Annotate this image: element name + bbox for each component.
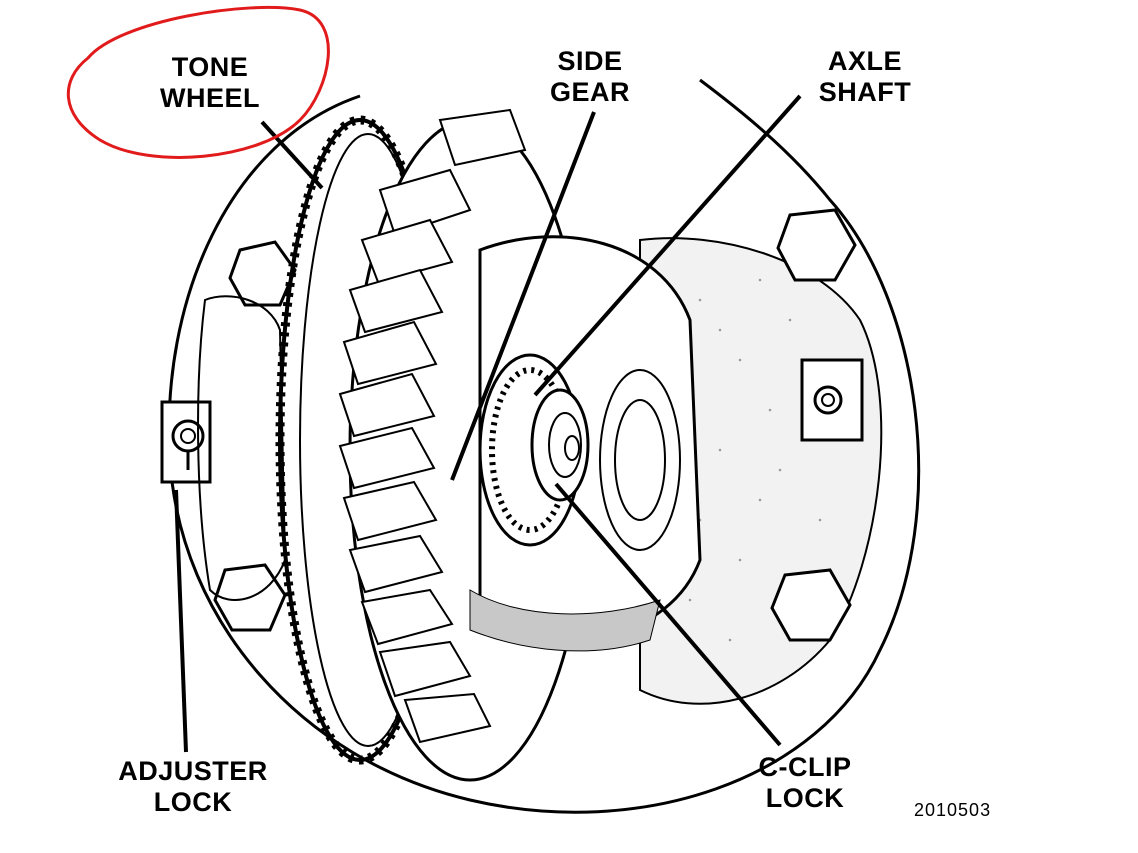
leader-side-gear (450, 111, 596, 481)
bolt-head-upper-left (228, 240, 297, 307)
ring-gear-teeth (338, 108, 527, 744)
pinion-gear (599, 369, 681, 551)
label-side-gear-line1: SIDE (557, 46, 623, 76)
highlight-circle (66, 5, 330, 159)
label-side-gear: SIDE GEAR (540, 46, 640, 108)
label-adjuster-lock-line1: ADJUSTER (118, 756, 268, 786)
lock-bolt-right (813, 385, 843, 415)
leader-axle-shaft (533, 94, 802, 397)
label-axle-shaft-line2: SHAFT (818, 77, 912, 107)
label-tone-wheel-line1: TONE (171, 52, 249, 82)
label-c-clip-lock: C-CLIP LOCK (740, 752, 870, 814)
label-side-gear-line2: GEAR (549, 77, 630, 107)
label-adjuster-lock-line2: LOCK (153, 787, 233, 817)
label-c-clip-lock-line2: LOCK (765, 783, 845, 813)
label-axle-shaft: AXLE SHAFT (810, 46, 920, 108)
figure-number: 2010503 (914, 800, 992, 820)
adjuster-lock-bolt (171, 419, 205, 453)
bolt-head-upper-right (776, 208, 857, 282)
label-axle-shaft-line1: AXLE (827, 46, 902, 76)
label-adjuster-lock: ADJUSTER LOCK (108, 756, 278, 818)
leader-adjuster-lock (174, 489, 188, 753)
bolt-head-lower-right (770, 568, 852, 642)
leader-lines (174, 94, 802, 753)
housing-outline (167, 78, 921, 814)
carrier-flange (197, 295, 287, 601)
label-tone-wheel: TONE WHEEL (150, 52, 270, 114)
leader-c-clip-lock (554, 482, 782, 747)
leader-tone-wheel (260, 120, 324, 190)
label-tone-wheel-line2: WHEEL (160, 83, 260, 113)
label-c-clip-lock-line1: C-CLIP (758, 752, 852, 782)
